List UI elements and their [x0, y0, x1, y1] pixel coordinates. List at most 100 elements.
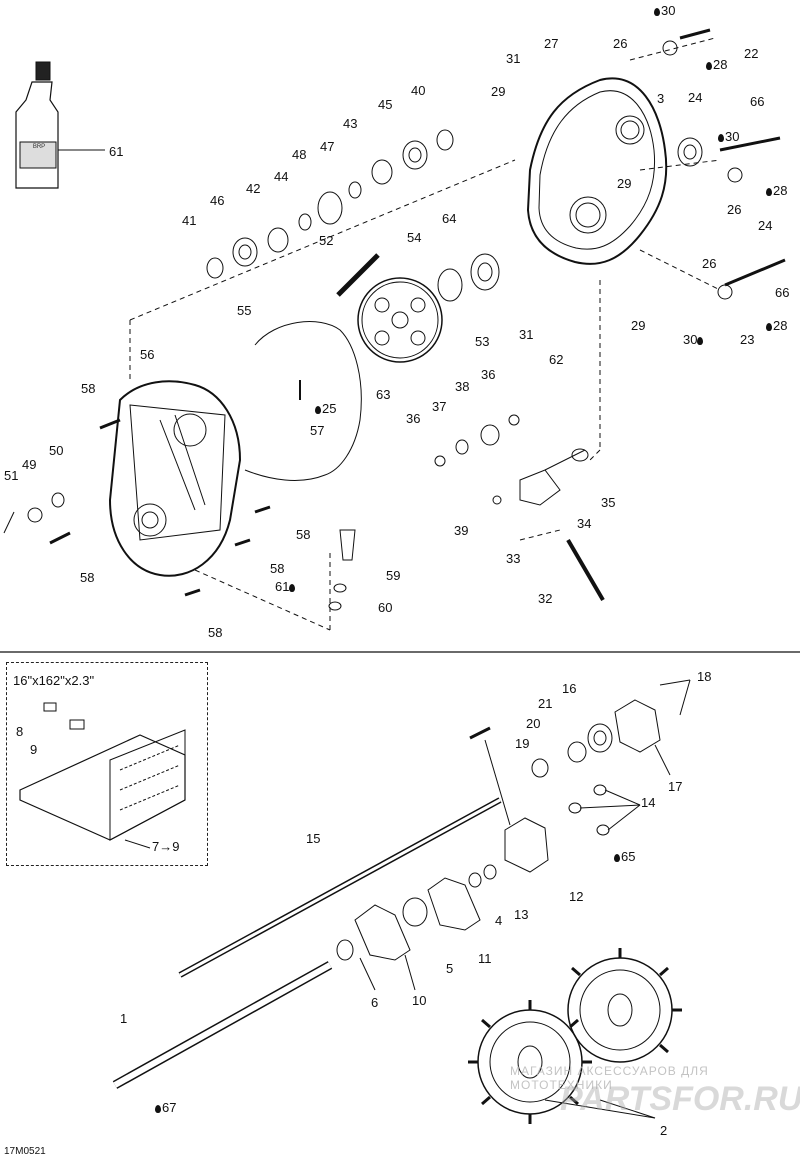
callout-5[interactable]: 5	[446, 961, 454, 976]
callout-57[interactable]: 57	[310, 423, 325, 438]
callout-20[interactable]: 20	[526, 716, 541, 731]
callout-6[interactable]: 6	[371, 995, 379, 1010]
callout-60[interactable]: 60	[378, 600, 393, 615]
callout-26c[interactable]: 26	[702, 256, 717, 271]
callout-61b[interactable]: 61	[109, 144, 124, 159]
callout-1[interactable]: 1	[120, 1011, 128, 1026]
callout-12[interactable]: 12	[569, 889, 584, 904]
callout-14[interactable]: 14	[641, 795, 656, 810]
callout-58d[interactable]: 58	[80, 570, 95, 585]
lubricant-drop-icon	[614, 854, 620, 862]
callout-35[interactable]: 35	[601, 495, 616, 510]
callout-27[interactable]: 27	[544, 36, 559, 51]
lubricant-drop-icon	[315, 406, 321, 414]
callout-66a[interactable]: 66	[750, 94, 765, 109]
lubricant-drop-icon	[766, 188, 772, 196]
callout-32[interactable]: 32	[538, 591, 553, 606]
callout-16[interactable]: 16	[562, 681, 577, 696]
callout-55[interactable]: 55	[237, 303, 252, 318]
lubricant-drop-icon	[289, 584, 296, 592]
callout-29a[interactable]: 29	[491, 84, 506, 99]
callout-63[interactable]: 63	[376, 387, 391, 402]
callout-58b[interactable]: 58	[296, 527, 311, 542]
callout-9[interactable]: 9	[30, 742, 38, 757]
callout-8[interactable]: 8	[16, 724, 24, 739]
callout-28c[interactable]: 28	[766, 319, 787, 332]
lubricant-drop-icon	[654, 8, 660, 16]
callout-24b[interactable]: 24	[758, 218, 773, 233]
callout-22[interactable]: 22	[744, 46, 759, 61]
callout-13[interactable]: 13	[514, 907, 529, 922]
callout-31a[interactable]: 31	[506, 51, 521, 66]
callout-34[interactable]: 34	[577, 516, 592, 531]
callout-29b[interactable]: 29	[617, 176, 632, 191]
callout-10[interactable]: 10	[412, 993, 427, 1008]
callout-53[interactable]: 53	[475, 334, 490, 349]
callout-25[interactable]: 25	[315, 402, 336, 415]
figure-reference-code: 17M0521	[4, 1146, 46, 1157]
callout-37[interactable]: 37	[432, 399, 447, 414]
callout-47[interactable]: 47	[320, 139, 335, 154]
callout-50[interactable]: 50	[49, 443, 64, 458]
callout-2[interactable]: 2	[660, 1123, 668, 1138]
bottle-brand-label: BRP	[32, 144, 46, 150]
callout-15[interactable]: 15	[306, 831, 321, 846]
callout-62[interactable]: 62	[549, 352, 564, 367]
callout-3[interactable]: 3	[657, 91, 665, 106]
callout-58e[interactable]: 58	[208, 625, 223, 640]
callout-61a[interactable]: 61	[275, 580, 296, 593]
callout-45[interactable]: 45	[378, 97, 393, 112]
callout-26b[interactable]: 26	[727, 202, 742, 217]
lubricant-drop-icon	[766, 323, 772, 331]
callout-49[interactable]: 49	[22, 457, 37, 472]
watermark-text: МАГАЗИН АКСЕССУАРОВ ДЛЯ МОТОТЕХНИКИ	[510, 1064, 709, 1092]
callout-33[interactable]: 33	[506, 551, 521, 566]
callout-19[interactable]: 19	[515, 736, 530, 751]
callout-43[interactable]: 43	[343, 116, 358, 131]
callout-38[interactable]: 38	[455, 379, 470, 394]
callout-26a[interactable]: 26	[613, 36, 628, 51]
callout-36a[interactable]: 36	[406, 411, 421, 426]
callout-21[interactable]: 21	[538, 696, 553, 711]
callout-30c[interactable]: 30	[683, 333, 704, 346]
callout-65[interactable]: 65	[614, 850, 635, 863]
callout-48[interactable]: 48	[292, 147, 307, 162]
lubricant-drop-icon	[718, 134, 724, 142]
callout-41[interactable]: 41	[182, 213, 197, 228]
callout-29c[interactable]: 29	[631, 318, 646, 333]
callout-4[interactable]: 4	[495, 913, 503, 928]
callout-58a[interactable]: 58	[81, 381, 96, 396]
callout-36b[interactable]: 36	[481, 367, 496, 382]
callout-28a[interactable]: 28	[706, 58, 727, 71]
callout-44[interactable]: 44	[274, 169, 289, 184]
callout-18[interactable]: 18	[697, 669, 712, 684]
callout-7-to-9[interactable]: 7→9	[152, 839, 180, 854]
callout-54[interactable]: 54	[407, 230, 422, 245]
callout-28b[interactable]: 28	[766, 184, 787, 197]
callout-23[interactable]: 23	[740, 332, 755, 347]
callout-42[interactable]: 42	[246, 181, 261, 196]
callout-66b[interactable]: 66	[775, 285, 790, 300]
callout-67[interactable]: 67	[155, 1101, 176, 1114]
callout-11[interactable]: 11	[478, 951, 492, 966]
lubricant-drop-icon	[697, 337, 704, 345]
callout-17[interactable]: 17	[668, 779, 683, 794]
callout-24a[interactable]: 24	[688, 90, 703, 105]
lubricant-drop-icon	[706, 62, 712, 70]
callout-46[interactable]: 46	[210, 193, 225, 208]
callout-52[interactable]: 52	[319, 233, 334, 248]
callout-39[interactable]: 39	[454, 523, 469, 538]
callout-40[interactable]: 40	[411, 83, 426, 98]
lubricant-drop-icon	[155, 1105, 161, 1113]
drive-sprockets	[468, 948, 682, 1124]
callout-58c[interactable]: 58	[270, 561, 285, 576]
callout-31b[interactable]: 31	[519, 327, 534, 342]
callout-30a[interactable]: 30	[654, 4, 675, 17]
callout-51[interactable]: 51	[4, 468, 19, 483]
callout-56[interactable]: 56	[140, 347, 155, 362]
callout-64[interactable]: 64	[442, 211, 457, 226]
callout-59[interactable]: 59	[386, 568, 401, 583]
callout-30b[interactable]: 30	[718, 130, 739, 143]
